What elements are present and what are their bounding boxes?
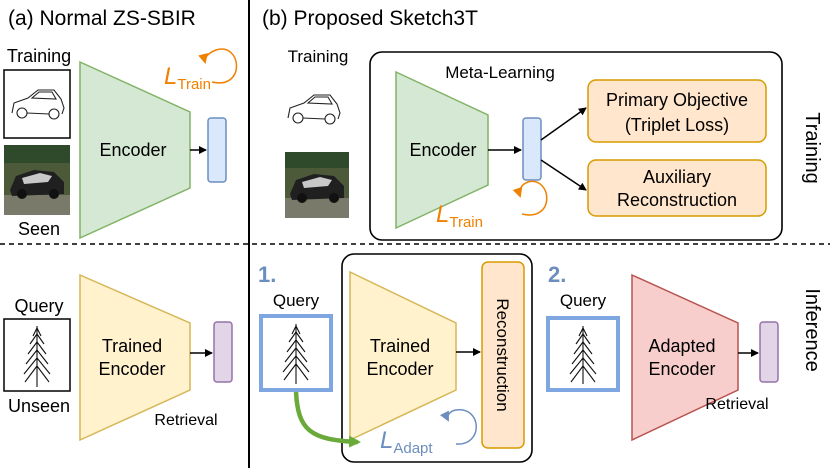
b-trained-encoder-line1: Trained <box>370 336 430 356</box>
a-sketch-image-frame <box>3 69 71 139</box>
b-loss-loop-arrow <box>512 180 548 216</box>
adaptation-box <box>341 253 533 463</box>
auxiliary-line2: Reconstruction <box>617 190 737 210</box>
b-query-label: Query <box>273 291 320 310</box>
a-trained-encoder-line1: Trained <box>102 336 162 356</box>
a-encoder-trapezoid <box>79 60 191 240</box>
a-trained-encoder-trapezoid <box>79 273 191 442</box>
b-loss-adapt: LAdapt <box>380 427 433 457</box>
reconstruction-box <box>481 261 525 449</box>
a-training-label: Training <box>7 46 71 66</box>
primary-objective-line1: Primary Objective <box>606 90 748 110</box>
b-loss-train: LTrain <box>436 201 483 231</box>
b-training-label: Training <box>288 47 349 66</box>
b-encoder-trapezoid <box>395 70 489 230</box>
b-retrieval-label: Retrieval <box>705 396 768 413</box>
race-car-photo-icon <box>4 145 70 215</box>
b-tree-sketch-icon <box>282 324 310 384</box>
auxiliary-reconstruction-box <box>587 159 767 217</box>
primary-objective-line2: (Triplet Loss) <box>625 115 729 135</box>
meta-learning-label: Meta-Learning <box>445 63 555 82</box>
a-feature-vector-purple <box>213 321 233 383</box>
b-race-car-photo <box>285 152 349 218</box>
tree-sketch-icon <box>23 326 51 387</box>
b-encoder-label: Encoder <box>409 140 476 160</box>
auxiliary-line1: Auxiliary <box>643 167 711 187</box>
step-1-label: 1. <box>258 262 276 287</box>
b-feature-to-primary-arrow <box>540 107 587 141</box>
adapted-encoder-trapezoid <box>631 273 739 442</box>
a-feature-vector-blue <box>207 117 227 183</box>
a-query-label: Query <box>14 296 63 316</box>
a-unseen-label: Unseen <box>8 396 70 416</box>
adapted-encoder-line2: Encoder <box>648 359 715 379</box>
b-trained-encoder-trapezoid <box>349 270 457 442</box>
adapted-encoder-line1: Adapted <box>648 336 715 356</box>
b-feature-vector-purple <box>759 321 779 383</box>
b-query2-label: Query <box>560 291 607 310</box>
side-inference-label: Inference <box>801 288 823 371</box>
meta-learning-box <box>369 51 783 241</box>
panel-a-title: (a) Normal ZS-SBIR <box>8 7 196 30</box>
b-car-sketch-icon <box>287 94 341 125</box>
side-training-label: Training <box>801 112 823 184</box>
a-seen-label: Seen <box>18 219 60 239</box>
a-encoder-label: Encoder <box>99 140 166 160</box>
a-loss-loop-arrow <box>198 48 238 84</box>
b-tree2-sketch-icon <box>569 326 597 384</box>
car-sketch-icon <box>11 89 65 120</box>
a-retrieval-label: Retrieval <box>154 412 217 429</box>
a-loss-train: LTrain <box>164 63 211 93</box>
b-trained-encoder-line2: Encoder <box>366 359 433 379</box>
b-feature-vector-blue <box>522 117 542 181</box>
query-to-adapt-green-arrow <box>293 391 361 448</box>
step-2-label: 2. <box>548 262 566 287</box>
b-adapt-loop-arrow <box>439 409 477 445</box>
a-trained-encoder-line2: Encoder <box>98 359 165 379</box>
panel-b-title: (b) Proposed Sketch3T <box>262 7 478 30</box>
primary-objective-box <box>587 79 767 143</box>
reconstruction-label: Reconstruction <box>493 298 512 411</box>
b-feature-to-aux-arrow <box>540 159 587 191</box>
